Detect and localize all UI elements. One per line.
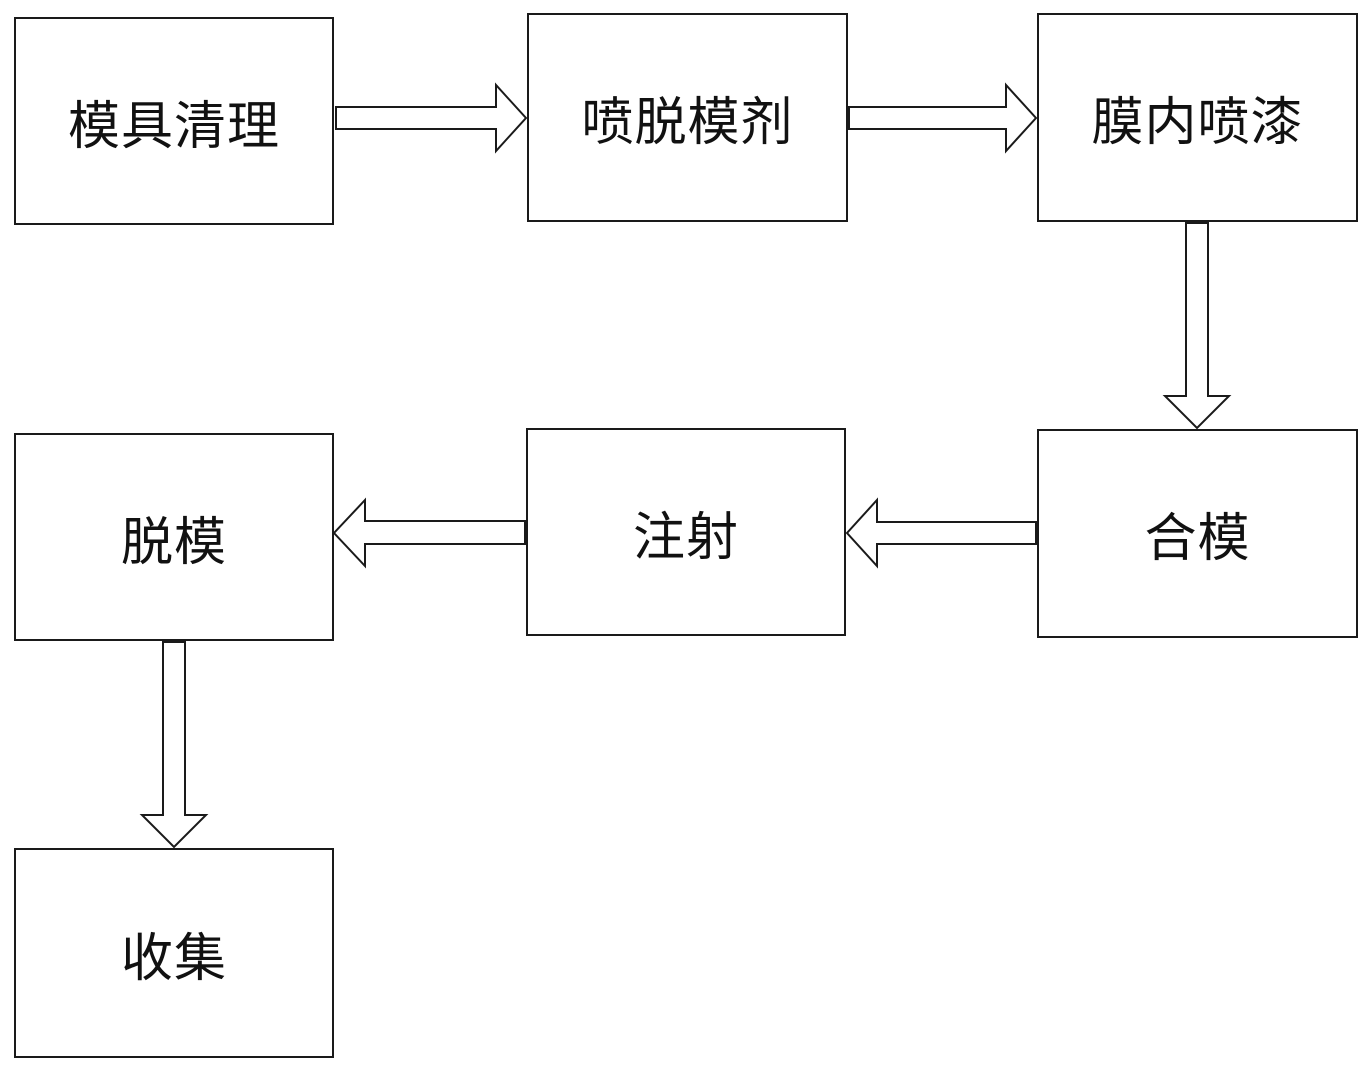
step-label: 模具清理 — [67, 96, 280, 157]
step-in-mold-spray-paint: 膜内喷漆 — [1037, 13, 1358, 222]
arrow-in-mold-spray-paint-to-mold-closing — [1162, 222, 1232, 430]
arrow-spray-release-agent-to-in-mold-spray-paint — [848, 82, 1038, 154]
step-label: 膜内喷漆 — [1091, 93, 1304, 153]
step-collection: 收集 — [14, 848, 334, 1058]
step-mold-closing: 合模 — [1037, 429, 1358, 638]
arrow-mold-cleaning-to-spray-release-agent — [335, 82, 528, 154]
arrow-demolding-to-collection — [139, 641, 209, 849]
arrow-mold-closing-to-injection — [845, 497, 1037, 569]
step-label: 注射 — [632, 507, 739, 568]
step-label: 喷脱模剂 — [581, 93, 794, 153]
step-demolding: 脱模 — [14, 433, 334, 641]
step-spray-release-agent: 喷脱模剂 — [527, 13, 848, 222]
step-label: 脱模 — [120, 512, 227, 573]
arrow-injection-to-demolding — [332, 497, 526, 569]
step-label: 收集 — [120, 928, 227, 989]
step-label: 合模 — [1144, 509, 1251, 569]
step-mold-cleaning: 模具清理 — [14, 17, 334, 225]
step-injection: 注射 — [526, 428, 846, 636]
